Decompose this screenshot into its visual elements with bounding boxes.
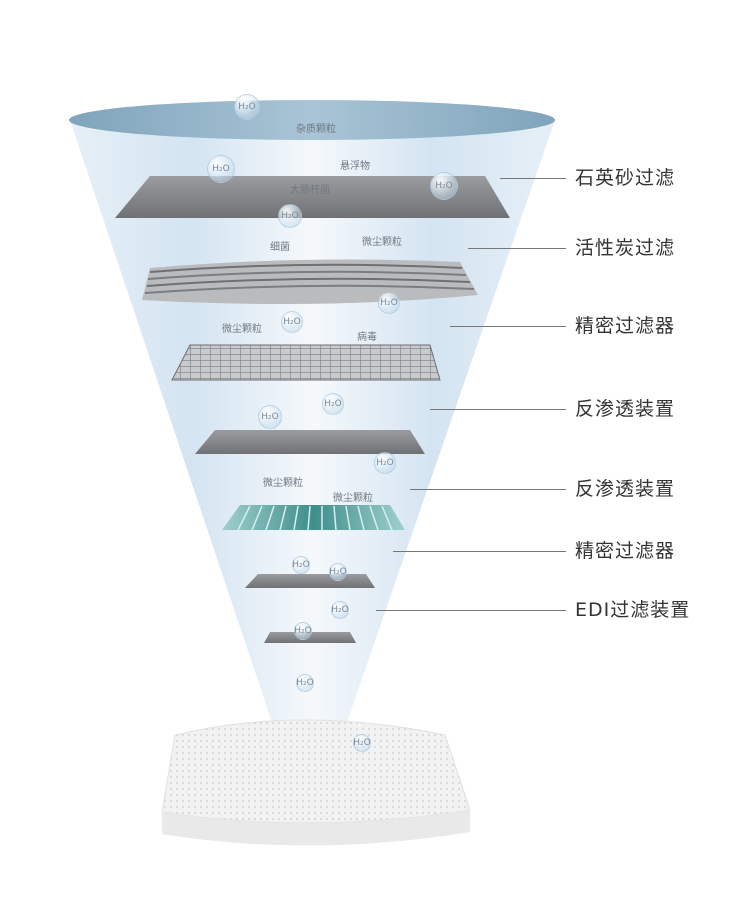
activated-carbon-layer: [142, 260, 478, 304]
leader-line-7: [376, 610, 566, 611]
stage-label-precision-filter-2: 精密过滤器: [575, 539, 675, 563]
water-molecule-bubble: H₂O: [292, 556, 310, 574]
filtration-cone: [70, 120, 555, 800]
water-molecule-bubble: H₂O: [281, 311, 303, 333]
ecoli-label: 大肠杆菌: [290, 181, 330, 196]
stage-label-edi: EDI过滤装置: [575, 598, 690, 622]
water-molecule-bubble: H₂O: [294, 622, 312, 640]
dust-particle-label-2: 微尘颗粒: [222, 320, 262, 335]
suspended-solids-label: 悬浮物: [340, 157, 370, 172]
leader-line-2: [468, 248, 566, 249]
stage-label-ro-2: 反渗透装置: [575, 477, 675, 501]
stage-label-activated-carbon: 活性炭过滤: [575, 236, 675, 260]
water-molecule-bubble: H₂O: [430, 172, 458, 200]
water-molecule-bubble: H₂O: [322, 393, 344, 415]
leader-line-6: [393, 551, 566, 552]
stage-label-ro-1: 反渗透装置: [575, 397, 675, 421]
virus-label: 病毒: [357, 328, 377, 343]
water-molecule-bubble: H₂O: [378, 292, 400, 314]
impurity-particle-label: 杂质颗粒: [296, 120, 336, 135]
water-molecule-bubble: H₂O: [353, 734, 371, 752]
leader-line-1: [500, 178, 566, 179]
ro-layer-2: [222, 505, 405, 530]
water-molecule-bubble: H₂O: [331, 601, 349, 619]
water-molecule-bubble: H₂O: [234, 94, 260, 120]
water-molecule-bubble: H₂O: [374, 452, 396, 474]
water-molecule-bubble: H₂O: [296, 674, 314, 692]
water-molecule-bubble: H₂O: [278, 204, 302, 228]
leader-line-5: [410, 489, 566, 490]
water-molecule-bubble: H₂O: [329, 563, 347, 581]
stage-label-precision-filter-1: 精密过滤器: [575, 314, 675, 338]
precision-filter-grid: [172, 345, 440, 380]
leader-line-3: [450, 326, 566, 327]
water-molecule-bubble: H₂O: [207, 155, 235, 183]
precision-filter-2-layer: [245, 574, 375, 588]
leader-line-4: [430, 409, 566, 410]
dust-particle-label-1: 微尘颗粒: [362, 233, 402, 248]
pure-water-base: [162, 720, 470, 823]
stage-label-quartz-sand: 石英砂过滤: [575, 166, 675, 190]
bacteria-label: 细菌: [270, 238, 290, 253]
water-molecule-bubble: H₂O: [258, 405, 282, 429]
dust-particle-label-4: 微尘颗粒: [333, 489, 373, 504]
ro-layer-1: [195, 430, 425, 454]
dust-particle-label-3: 微尘颗粒: [263, 474, 303, 489]
